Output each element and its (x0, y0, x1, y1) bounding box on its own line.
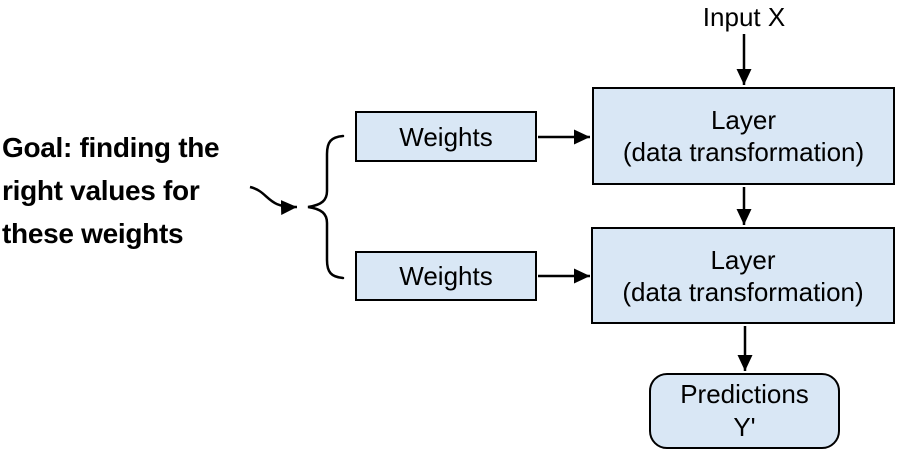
layer-box-1-subtitle: (data transformation) (622, 137, 865, 167)
layer-box-1: Layer (data transformation) (592, 87, 895, 185)
goal-line-1: Goal: finding the (2, 132, 220, 163)
weights-box-2: Weights (355, 251, 537, 301)
layer-box-1-title: Layer (710, 105, 777, 135)
weights-box-2-label: Weights (399, 261, 493, 291)
weights-box-1-label: Weights (399, 121, 493, 152)
goal-squiggle-arrow-icon (249, 185, 298, 216)
goal-line-2: right values for (2, 175, 200, 206)
layer-box-2-subtitle: (data transformation) (622, 276, 864, 307)
input-x-label: Input X (702, 2, 786, 32)
weights-box-1: Weights (355, 111, 537, 162)
predictions-box: Predictions Y' (649, 373, 840, 449)
goal-annotation: Goal: finding the right values for these… (2, 126, 220, 255)
goal-line-3: these weights (2, 218, 184, 249)
predictions-box-subtitle: Y' (733, 412, 756, 442)
layer-box-2-title: Layer (710, 244, 776, 275)
predictions-box-title: Predictions (680, 379, 809, 409)
layer-box-2: Layer (data transformation) (591, 227, 895, 324)
curly-brace-icon (307, 134, 345, 280)
